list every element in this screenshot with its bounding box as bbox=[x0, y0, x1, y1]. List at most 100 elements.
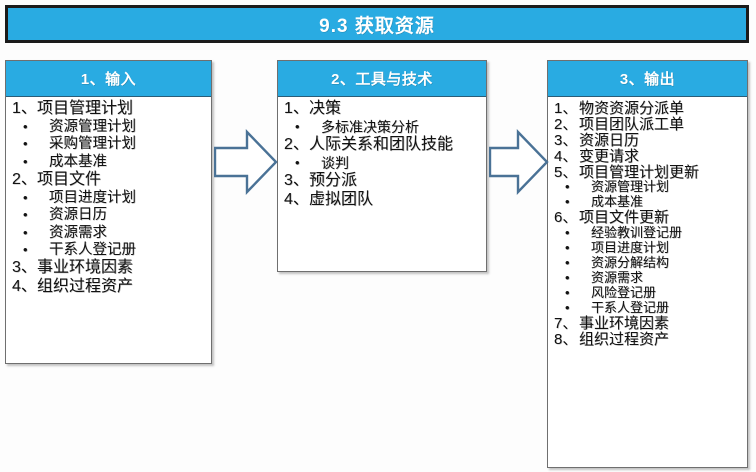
flow-arrow-inputs-to-tools bbox=[213, 128, 278, 196]
list-item-marker: 3、 bbox=[12, 259, 37, 277]
list-item: 4、组织过程资产 bbox=[11, 278, 208, 296]
list-item-marker: 2、 bbox=[284, 135, 309, 153]
list-item-label: 项目文件更新 bbox=[579, 209, 670, 227]
list-item-label: 项目管理计划 bbox=[37, 100, 134, 117]
list-subitem: • 资源需求 bbox=[11, 224, 208, 241]
list-subitem: • 风险登记册 bbox=[553, 284, 744, 301]
list-item-marker: 6、 bbox=[554, 209, 578, 227]
list-item-label: 变更请求 bbox=[579, 147, 640, 165]
column-inputs-header: 1、输入 bbox=[6, 61, 211, 97]
flow-arrow-right-icon bbox=[488, 129, 549, 195]
bullet-icon: • bbox=[23, 118, 28, 134]
bullet-icon: • bbox=[565, 194, 570, 210]
list-subitem: •干系人登记册 bbox=[11, 242, 208, 258]
list-item-label: 项目文件 bbox=[37, 171, 102, 189]
list-item: 2、项目文件 bbox=[11, 171, 208, 189]
list-item: 6、项目文件更新 bbox=[553, 210, 744, 226]
list-item: 8、组织过程资产 bbox=[553, 330, 744, 348]
bullet-icon: • bbox=[565, 240, 570, 256]
column-tools-header: 2、工具与技术 bbox=[278, 61, 486, 97]
column-outputs-header-label: 3、输出 bbox=[619, 71, 676, 88]
column-tools-header-label: 2、工具与技术 bbox=[331, 71, 433, 88]
list-item-label: 谈判 bbox=[321, 154, 349, 171]
list-item-marker: 4、 bbox=[12, 278, 37, 296]
bullet-icon: • bbox=[565, 255, 570, 271]
list-item-label: 资源管理计划 bbox=[49, 118, 136, 135]
list-item: 1、物资资源分派单 bbox=[553, 101, 744, 117]
list-item-label: 资源分解结构 bbox=[591, 255, 670, 271]
list-subitem: • 经验教训登记册 bbox=[553, 225, 744, 241]
list-item-marker: 7、 bbox=[554, 314, 578, 332]
list-item-marker: 3、 bbox=[284, 171, 309, 189]
bullet-icon: • bbox=[565, 284, 570, 300]
bullet-icon: • bbox=[23, 153, 28, 169]
list-subitem: • 谈判 bbox=[283, 154, 483, 171]
list-item-marker: 5、 bbox=[554, 163, 578, 181]
list-subitem: •资源管理计划 bbox=[553, 180, 744, 195]
list-item-label: 物资资源分派单 bbox=[579, 100, 685, 117]
diagram-title-banner: 9.3 获取资源 bbox=[5, 5, 749, 43]
list-item-label: 项目团队派工单 bbox=[579, 115, 685, 133]
list-item-marker: 1、 bbox=[284, 100, 309, 117]
list-item-label: 资源管理计划 bbox=[591, 179, 670, 195]
list-item: 2、人际关系和团队技能 bbox=[283, 135, 483, 154]
bullet-icon: • bbox=[23, 242, 28, 258]
list-subitem: • 采购管理计划 bbox=[11, 136, 208, 153]
list-item-label: 决策 bbox=[309, 100, 342, 117]
list-subitem: • 项目进度计划 bbox=[11, 189, 208, 206]
list-item-label: 干系人登记册 bbox=[591, 299, 670, 315]
list-item-marker: 2、 bbox=[554, 115, 578, 133]
bullet-icon: • bbox=[565, 225, 570, 241]
flow-arrow-right-icon bbox=[213, 129, 278, 195]
bullet-icon: • bbox=[295, 154, 300, 170]
list-item-label: 项目进度计划 bbox=[591, 240, 670, 256]
list-item-marker: 1、 bbox=[12, 100, 37, 117]
list-item-label: 经验教训登记册 bbox=[591, 225, 683, 241]
list-item-marker: 4、 bbox=[554, 147, 578, 165]
list-item-marker: 8、 bbox=[554, 330, 578, 348]
list-item-label: 组织过程资产 bbox=[37, 278, 134, 296]
bullet-icon: • bbox=[23, 189, 28, 205]
list-item: 5、项目管理计划更新 bbox=[553, 163, 744, 181]
list-item: 1、项目管理计划 bbox=[11, 100, 208, 118]
list-item-label: 资源日历 bbox=[49, 207, 107, 224]
list-subitem: •成本基准 bbox=[11, 153, 208, 170]
list-item-marker: 1、 bbox=[554, 100, 578, 117]
list-item-label: 预分派 bbox=[309, 171, 358, 189]
list-item-label: 风险登记册 bbox=[591, 284, 657, 300]
list-item-label: 组织过程资产 bbox=[579, 330, 670, 348]
list-item: 1、决策 bbox=[283, 100, 483, 118]
list-item-label: 项目管理计划更新 bbox=[579, 163, 700, 181]
list-subitem: •成本基准 bbox=[553, 194, 744, 210]
bullet-icon: • bbox=[23, 224, 28, 240]
column-inputs-header-label: 1、输入 bbox=[80, 71, 137, 88]
list-item-label: 采购管理计划 bbox=[49, 136, 136, 153]
list-item: 3、资源日历 bbox=[553, 131, 744, 149]
list-item: 4、变更请求 bbox=[553, 147, 744, 165]
list-subitem: •资源需求 bbox=[553, 270, 744, 286]
column-outputs-header: 3、输出 bbox=[548, 61, 747, 97]
list-item-label: 资源日历 bbox=[579, 131, 640, 149]
page-title: 9.3 获取资源 bbox=[319, 15, 435, 37]
list-subitem: • 资源管理计划 bbox=[11, 118, 208, 135]
list-item-label: 多标准决策分析 bbox=[321, 118, 419, 135]
list-subitem: • 资源日历 bbox=[11, 207, 208, 224]
list-subitem: •多标准决策分析 bbox=[283, 118, 483, 135]
bullet-icon: • bbox=[23, 136, 28, 152]
list-item-label: 项目进度计划 bbox=[49, 189, 136, 206]
list-item: 3、事业环境因素 bbox=[11, 259, 208, 277]
list-subitem: •干系人登记册 bbox=[553, 299, 744, 316]
flow-arrow-tools-to-outputs bbox=[488, 128, 549, 196]
list-item-label: 资源需求 bbox=[49, 224, 107, 241]
list-item: 7、事业环境因素 bbox=[553, 314, 744, 332]
list-item-label: 事业环境因素 bbox=[579, 314, 670, 332]
list-item-marker: 2、 bbox=[12, 171, 37, 189]
bullet-icon: • bbox=[23, 207, 28, 223]
list-item-marker: 3、 bbox=[554, 131, 578, 149]
